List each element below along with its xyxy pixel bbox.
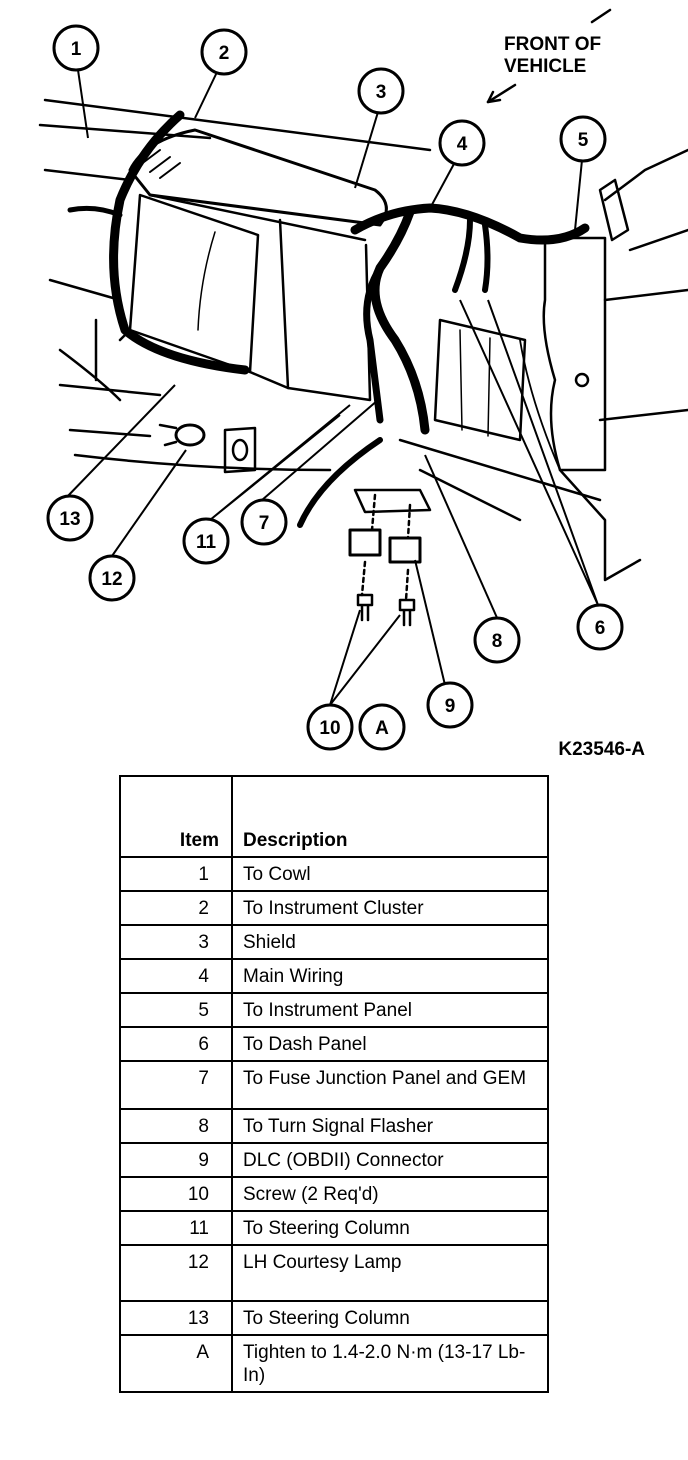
legend-header-item: Item <box>119 775 233 858</box>
callout-circle-8 <box>473 616 521 664</box>
legend-item-number: A <box>119 1334 233 1393</box>
callout-labels: 1 2 3 4 5 6 7 8 9 10 11 12 13 A <box>59 39 605 739</box>
callout-circle-5 <box>559 115 607 163</box>
legend-item-number: 12 <box>119 1244 233 1302</box>
callout-circle-4 <box>438 119 486 167</box>
callout-circle-12 <box>88 554 136 602</box>
callout-circle-13 <box>46 494 94 542</box>
legend-item-number: 2 <box>119 890 233 926</box>
callout-circle-2 <box>200 28 248 76</box>
callout-circle-a <box>358 703 406 751</box>
figure-code: K23546-A <box>558 739 645 760</box>
callout-circles <box>46 24 624 751</box>
callout-label-a: A <box>375 718 389 739</box>
front-of-vehicle-line-1: FRONT OF <box>504 34 601 55</box>
legend-item-description: Tighten to 1.4-2.0 N·m (13-17 Lb-In) <box>231 1334 549 1393</box>
callout-label-13: 13 <box>59 509 80 530</box>
legend-item-description: To Turn Signal Flasher <box>231 1108 549 1144</box>
callout-circle-7 <box>240 498 288 546</box>
legend-item-number: 10 <box>119 1176 233 1212</box>
wiring-diagram: 1 2 3 4 5 6 7 8 9 10 11 12 13 A FRONT OF… <box>38 8 688 760</box>
callout-circle-9 <box>426 681 474 729</box>
legend-item-description: Screw (2 Req'd) <box>231 1176 549 1212</box>
callout-label-1: 1 <box>71 39 82 60</box>
legend-item-number: 5 <box>119 992 233 1028</box>
callout-label-7: 7 <box>259 513 270 534</box>
legend-item-description: To Steering Column <box>231 1300 549 1336</box>
leader-lines <box>63 69 599 706</box>
callout-circle-11 <box>182 517 230 565</box>
legend-header-description: Description <box>231 775 549 858</box>
legend-item-description: LH Courtesy Lamp <box>231 1244 549 1302</box>
legend-item-description: Main Wiring <box>231 958 549 994</box>
callout-label-10: 10 <box>319 718 340 739</box>
legend-item-number: 4 <box>119 958 233 994</box>
callout-label-8: 8 <box>492 631 503 652</box>
callout-label-2: 2 <box>219 43 230 64</box>
legend-item-description: To Instrument Cluster <box>231 890 549 926</box>
callout-label-5: 5 <box>578 130 589 151</box>
callout-circle-10 <box>306 703 354 751</box>
legend-item-number: 7 <box>119 1060 233 1110</box>
legend-item-description: DLC (OBDII) Connector <box>231 1142 549 1178</box>
callout-label-9: 9 <box>445 696 456 717</box>
legend-item-description: To Cowl <box>231 856 549 892</box>
legend-item-number: 6 <box>119 1026 233 1062</box>
legend-item-description: To Instrument Panel <box>231 992 549 1028</box>
legend-item-number: 9 <box>119 1142 233 1178</box>
legend-header-row: Item Description <box>119 775 549 858</box>
legend-item-number: 11 <box>119 1210 233 1246</box>
callout-label-12: 12 <box>101 569 122 590</box>
callout-circle-6 <box>576 603 624 651</box>
legend-item-description: Shield <box>231 924 549 960</box>
callout-circle-1 <box>52 24 100 72</box>
callout-label-11: 11 <box>196 532 217 553</box>
front-of-vehicle-line-2: VEHICLE <box>504 56 586 77</box>
callout-label-6: 6 <box>595 618 606 639</box>
legend-item-description: To Dash Panel <box>231 1026 549 1062</box>
callout-label-3: 3 <box>376 82 387 103</box>
legend-item-number: 13 <box>119 1300 233 1336</box>
legend-item-number: 1 <box>119 856 233 892</box>
diagram-artwork <box>38 8 688 627</box>
legend-item-description: To Steering Column <box>231 1210 549 1246</box>
legend-item-number: 3 <box>119 924 233 960</box>
legend-item-number: 8 <box>119 1108 233 1144</box>
legend-item-description: To Fuse Junction Panel and GEM <box>231 1060 549 1110</box>
callout-circle-3 <box>357 67 405 115</box>
callout-label-4: 4 <box>457 134 468 155</box>
